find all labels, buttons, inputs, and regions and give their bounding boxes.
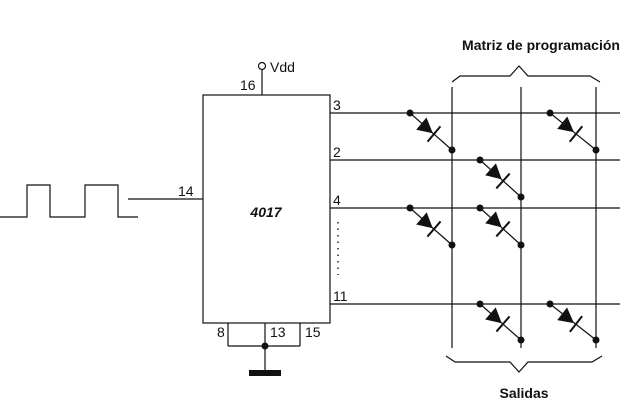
ic-4017-body: [202, 94, 331, 324]
top-brace: [451, 65, 601, 83]
bottom-brace: [445, 355, 603, 373]
pin-2-label: 2: [333, 144, 341, 160]
diode-r3-c2: [476, 204, 525, 249]
diode-r4-c3: [546, 300, 600, 344]
pin-11-label: 11: [333, 288, 348, 304]
ground-junction: [261, 342, 269, 350]
matrix-title: Matriz de programación: [462, 37, 620, 53]
ic-name: 4017: [249, 204, 282, 220]
diode-r3-c1: [406, 204, 456, 249]
outputs-label: Salidas: [499, 385, 548, 401]
pin-15-label: 15: [305, 324, 321, 340]
vdd-terminal: [257, 61, 267, 71]
ground-symbol: [249, 370, 281, 376]
clock-waveform: [0, 184, 138, 218]
vdd-label: Vdd: [270, 59, 295, 75]
pin-14-label: 14: [178, 183, 194, 199]
pin-13-label: 13: [270, 324, 286, 340]
diode-r1-c1: [406, 109, 456, 154]
diode-r2-c2: [476, 156, 525, 201]
pin-3-label: 3: [333, 97, 341, 113]
diode-r1-c3: [546, 109, 600, 154]
diode-r4-c2: [476, 300, 525, 344]
pin-4-label: 4: [333, 192, 341, 208]
pin-16-label: 16: [240, 77, 256, 93]
pin-8-label: 8: [217, 324, 225, 340]
